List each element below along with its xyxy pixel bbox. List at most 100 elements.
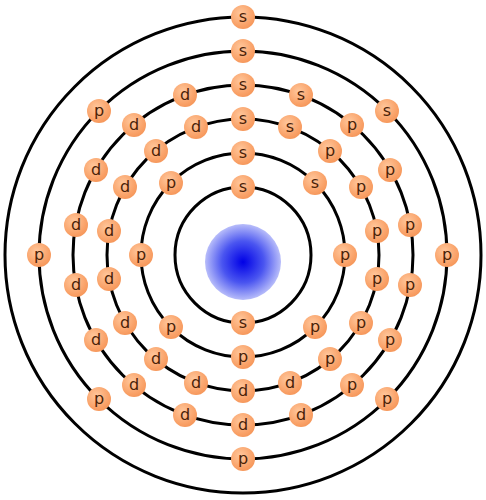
electron: s [375, 99, 399, 123]
orbital-letter: s [297, 87, 305, 103]
electron: p [378, 328, 402, 352]
shell-ring [73, 85, 413, 425]
electron: p [333, 243, 357, 267]
orbital-letter: d [120, 179, 130, 195]
orbital-letter: p [310, 319, 320, 335]
shell-ring [175, 187, 311, 323]
electron: d [64, 213, 88, 237]
orbital-letter: s [239, 77, 247, 93]
electron: p [87, 387, 111, 411]
orbital-letter: p [382, 391, 392, 407]
orbital-letter: s [286, 119, 294, 135]
electron: d [173, 83, 197, 107]
electron: d [289, 403, 313, 427]
electron: d [278, 371, 302, 395]
electron: d [122, 113, 146, 137]
electron: s [231, 107, 255, 131]
orbital-letter: d [71, 277, 81, 293]
electron: d [122, 373, 146, 397]
electron: d [144, 347, 168, 371]
electron: p [340, 373, 364, 397]
orbital-letter: p [136, 247, 146, 263]
orbital-letter: d [285, 375, 295, 391]
electron: p [318, 347, 342, 371]
orbital-letter: p [166, 175, 176, 191]
electron: d [173, 403, 197, 427]
orbital-letter: p [372, 223, 382, 239]
orbital-letter: p [405, 277, 415, 293]
electron: s [303, 171, 327, 195]
orbital-letter: d [129, 377, 139, 393]
electron: p [159, 171, 183, 195]
orbital-letter: p [166, 319, 176, 335]
electron: d [113, 175, 137, 199]
electron: s [231, 141, 255, 165]
shell-ring [39, 51, 447, 459]
orbital-letter: d [91, 332, 101, 348]
electron: d [97, 219, 121, 243]
electron: p [129, 243, 153, 267]
orbital-letter: p [347, 377, 357, 393]
orbital-letter: s [239, 179, 247, 195]
electron: p [87, 99, 111, 123]
electron: p [27, 243, 51, 267]
electron: p [303, 315, 327, 339]
electron: s [278, 115, 302, 139]
electron: d [97, 267, 121, 291]
orbital-letter: s [239, 145, 247, 161]
orbital-letter: s [239, 315, 247, 331]
orbital-letter: d [104, 223, 114, 239]
orbital-letter: d [120, 315, 130, 331]
orbital-letter: s [239, 111, 247, 127]
orbital-letter: p [34, 247, 44, 263]
orbital-letter: d [191, 375, 201, 391]
orbital-letter: d [238, 417, 248, 433]
orbital-letter: p [405, 217, 415, 233]
orbital-letter: p [238, 451, 248, 467]
orbital-letter: p [385, 332, 395, 348]
electron: p [340, 113, 364, 137]
electron: p [365, 267, 389, 291]
orbital-letter: p [372, 271, 382, 287]
orbital-letter: p [385, 162, 395, 178]
electron: p [318, 139, 342, 163]
electron: s [231, 175, 255, 199]
shell-ring [5, 17, 481, 493]
electron: p [349, 175, 373, 199]
electron: d [113, 311, 137, 335]
orbital-letter: p [238, 349, 248, 365]
electron: s [231, 73, 255, 97]
orbital-letter: d [104, 271, 114, 287]
orbital-letter: d [91, 162, 101, 178]
orbital-letter: d [180, 87, 190, 103]
electron: s [289, 83, 313, 107]
orbital-letter: p [442, 247, 452, 263]
orbital-letter: d [151, 351, 161, 367]
orbital-letter: s [383, 103, 391, 119]
orbital-letter: d [71, 217, 81, 233]
orbital-letter: s [239, 43, 247, 59]
orbital-letter: d [129, 117, 139, 133]
orbital-letter: p [325, 351, 335, 367]
electron: p [159, 315, 183, 339]
electron: p [435, 243, 459, 267]
electron: p [231, 345, 255, 369]
electron: d [84, 328, 108, 352]
orbital-letter: p [347, 117, 357, 133]
electron: p [231, 447, 255, 471]
electron: d [184, 371, 208, 395]
orbital-letter: d [180, 407, 190, 423]
electron: d [231, 379, 255, 403]
orbital-letter: p [356, 179, 366, 195]
electron: d [184, 115, 208, 139]
orbital-letter: s [239, 9, 247, 25]
orbital-letter: p [94, 103, 104, 119]
electron: p [365, 219, 389, 243]
electron: s [231, 311, 255, 335]
electron: p [375, 387, 399, 411]
electron: d [84, 158, 108, 182]
orbital-letter: d [191, 119, 201, 135]
electron: s [231, 39, 255, 63]
shell-ring [141, 153, 345, 357]
